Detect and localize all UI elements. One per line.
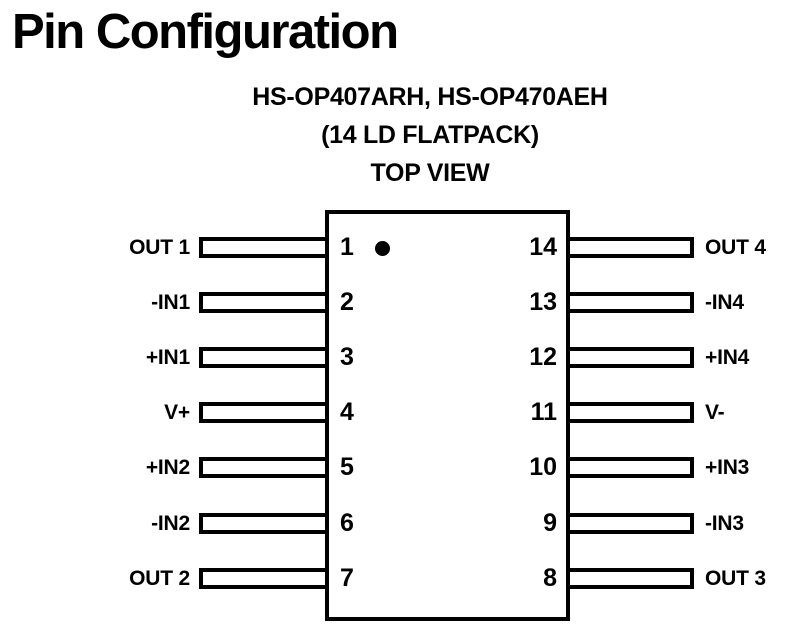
pin-lead — [199, 402, 329, 423]
pin-lead — [199, 568, 329, 589]
pin-lead — [199, 347, 329, 368]
pin-number: 2 — [340, 288, 354, 316]
part-numbers: HS-OP407ARH, HS-OP470AEH — [252, 83, 608, 111]
pin-lead — [566, 292, 694, 313]
pin-row-10: 10 +IN3 — [0, 453, 800, 481]
pin-row-1: OUT 1 1 — [0, 233, 800, 261]
diagram-subtitle: HS-OP407ARH, HS-OP470AEH (14 LD FLATPACK… — [170, 78, 690, 192]
pin-row-7: OUT 2 7 — [0, 564, 800, 592]
pin-row-11: 11 V- — [0, 398, 800, 426]
pin-number: 12 — [529, 343, 557, 371]
pin-label: -IN2 — [151, 512, 190, 535]
pin-label: OUT 1 — [129, 236, 190, 259]
pin-row-14: 14 OUT 4 — [0, 233, 800, 261]
pin-row-4: V+ 4 — [0, 398, 800, 426]
pin-label: +IN2 — [145, 456, 190, 479]
page-title: Pin Configuration — [12, 5, 399, 59]
pin-number: 8 — [543, 564, 557, 592]
pin-number: 13 — [529, 288, 557, 316]
pin-lead — [199, 237, 329, 258]
pin-number: 4 — [340, 398, 354, 426]
pin-lead — [566, 568, 694, 589]
pin-label: +IN4 — [705, 346, 750, 369]
pin-row-13: 13 -IN4 — [0, 288, 800, 316]
pin-number: 10 — [529, 453, 557, 481]
package-type: (14 LD FLATPACK) — [321, 121, 539, 149]
pin-lead — [199, 292, 329, 313]
pin-row-5: +IN2 5 — [0, 453, 800, 481]
pin1-marker-dot-icon — [375, 241, 390, 256]
pin-number: 9 — [543, 509, 557, 537]
pin-number: 6 — [340, 509, 354, 537]
pin-lead — [566, 513, 694, 534]
pin-label: -IN3 — [705, 512, 744, 535]
pin-row-8: 8 OUT 3 — [0, 564, 800, 592]
pin-label: OUT 4 — [705, 236, 766, 259]
pin-label: +IN3 — [705, 456, 750, 479]
pin-row-9: 9 -IN3 — [0, 509, 800, 537]
pin-label: +IN1 — [145, 346, 190, 369]
pin-number: 1 — [340, 233, 354, 261]
pin-label: -IN4 — [705, 291, 744, 314]
pin-lead — [199, 513, 329, 534]
pin-label: -IN1 — [151, 291, 190, 314]
pin-number: 5 — [340, 453, 354, 481]
pin-row-3: +IN1 3 — [0, 343, 800, 371]
pin-label: V+ — [164, 401, 190, 424]
pin-number: 7 — [340, 564, 354, 592]
pin-lead — [566, 237, 694, 258]
pin-lead — [566, 457, 694, 478]
view-orientation: TOP VIEW — [370, 159, 490, 187]
pin-row-2: -IN1 2 — [0, 288, 800, 316]
pin-number: 3 — [340, 343, 354, 371]
pin-lead — [566, 347, 694, 368]
pin-row-12: 12 +IN4 — [0, 343, 800, 371]
pin-number: 11 — [530, 398, 557, 426]
pin-number: 14 — [529, 233, 557, 261]
pin-lead — [199, 457, 329, 478]
pin-lead — [566, 402, 694, 423]
pin-label: V- — [705, 401, 725, 424]
pin-label: OUT 3 — [705, 567, 766, 590]
pin-label: OUT 2 — [129, 567, 190, 590]
pin-row-6: -IN2 6 — [0, 509, 800, 537]
